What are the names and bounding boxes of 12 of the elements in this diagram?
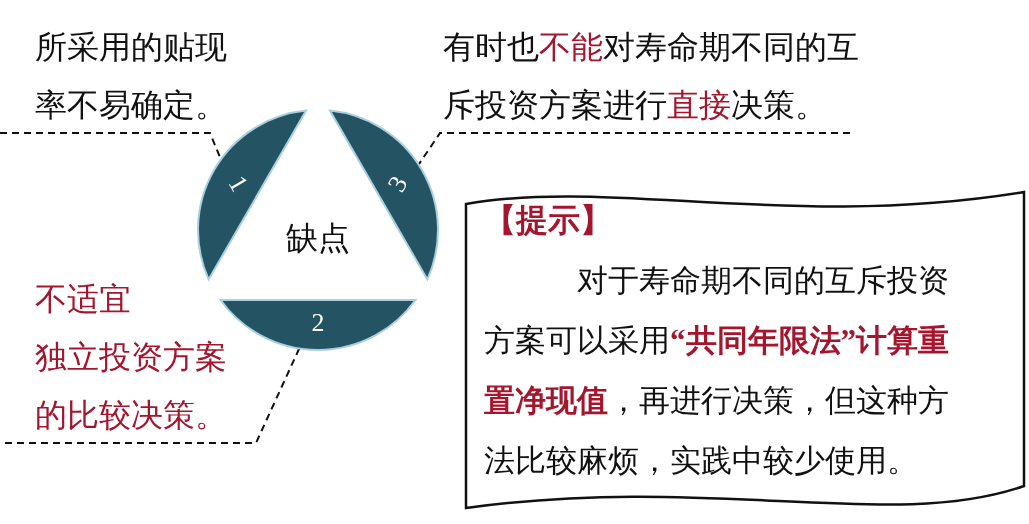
leader-line xyxy=(4,347,301,444)
leader-line xyxy=(417,132,851,166)
segment-number: 2 xyxy=(310,307,326,338)
center-label: 缺点 xyxy=(285,219,351,258)
note-heading: 【提示】 xyxy=(484,201,612,240)
note-text: 对于寿命期不同的互斥投资方案可以采用“共同年限法”计算重置净现值，再进行决策，但这种方法比较麻烦，实践中较少使用。 xyxy=(484,262,950,480)
segment-number: 3 xyxy=(380,169,415,199)
callout-text: 不适宜 xyxy=(35,280,132,319)
callout-text: 独立投资方案的比较决策。 xyxy=(35,338,228,435)
callout-text: 有时也不能对寿命期不同的互斥投资方案进行直接决策。 xyxy=(443,28,860,125)
segment-number: 1 xyxy=(221,169,256,199)
callout-text: 所采用的贴现率不易确定。 xyxy=(35,28,228,125)
